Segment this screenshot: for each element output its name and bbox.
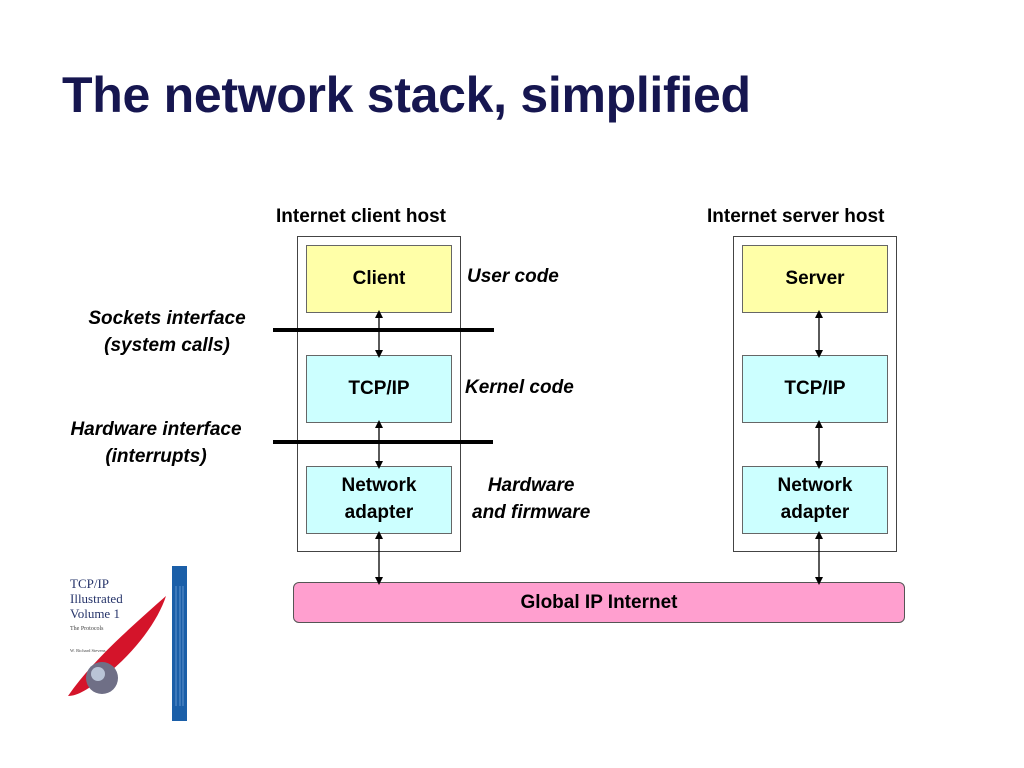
book-author: W. Richard Stevens [70, 648, 106, 653]
global-ip-internet: Global IP Internet [293, 582, 905, 623]
hardware-interface-label: Hardware interface (interrupts) [48, 417, 264, 470]
client-host-label: Internet client host [276, 206, 446, 227]
sockets-interface-bar [273, 328, 494, 332]
hardware-note-line1: Hardware [487, 475, 575, 496]
server-adapter-line1: Network [777, 475, 853, 497]
internet-label: Global IP Internet [520, 591, 678, 613]
server-adapter-line2: adapter [780, 502, 850, 523]
server-box-label: Server [785, 267, 845, 289]
server-box: Server [742, 245, 888, 313]
server-tcpip-box: TCP/IP [742, 355, 888, 423]
client-tcpip-label: TCP/IP [348, 377, 410, 399]
client-box: Client [306, 245, 452, 313]
user-code-note: User code [467, 266, 559, 287]
book-subtitle: The Protocols [70, 626, 104, 632]
client-adapter-label: Network adapter [342, 473, 417, 526]
server-tcpip-label: TCP/IP [784, 377, 846, 399]
hardware-firmware-note: Hardware and firmware [472, 473, 590, 526]
sockets-interface-label: Sockets interface (system calls) [64, 306, 270, 359]
book-title-line3: Volume 1 [70, 606, 120, 621]
book-cover-image: TCP/IP Illustrated Volume 1 The Protocol… [62, 566, 187, 721]
client-box-label: Client [352, 267, 406, 289]
server-adapter-label: Network adapter [778, 473, 853, 526]
client-adapter-line1: Network [341, 475, 417, 497]
hardware-interface-bar [273, 440, 493, 444]
book-title-line2: Illustrated [70, 591, 123, 606]
kernel-code-note: Kernel code [465, 377, 574, 398]
hardware-label-line1: Hardware interface [70, 419, 242, 440]
server-host-label: Internet server host [707, 206, 885, 227]
slide-title: The network stack, simplified [62, 67, 751, 123]
hardware-label-line2: (interrupts) [105, 445, 207, 467]
sockets-label-line1: Sockets interface [88, 308, 246, 329]
client-adapter-line2: adapter [344, 502, 414, 523]
book-title-line1: TCP/IP [70, 576, 109, 591]
hardware-note-line2: and firmware [472, 501, 591, 523]
sockets-label-line2: (system calls) [104, 334, 230, 356]
client-tcpip-box: TCP/IP [306, 355, 452, 423]
